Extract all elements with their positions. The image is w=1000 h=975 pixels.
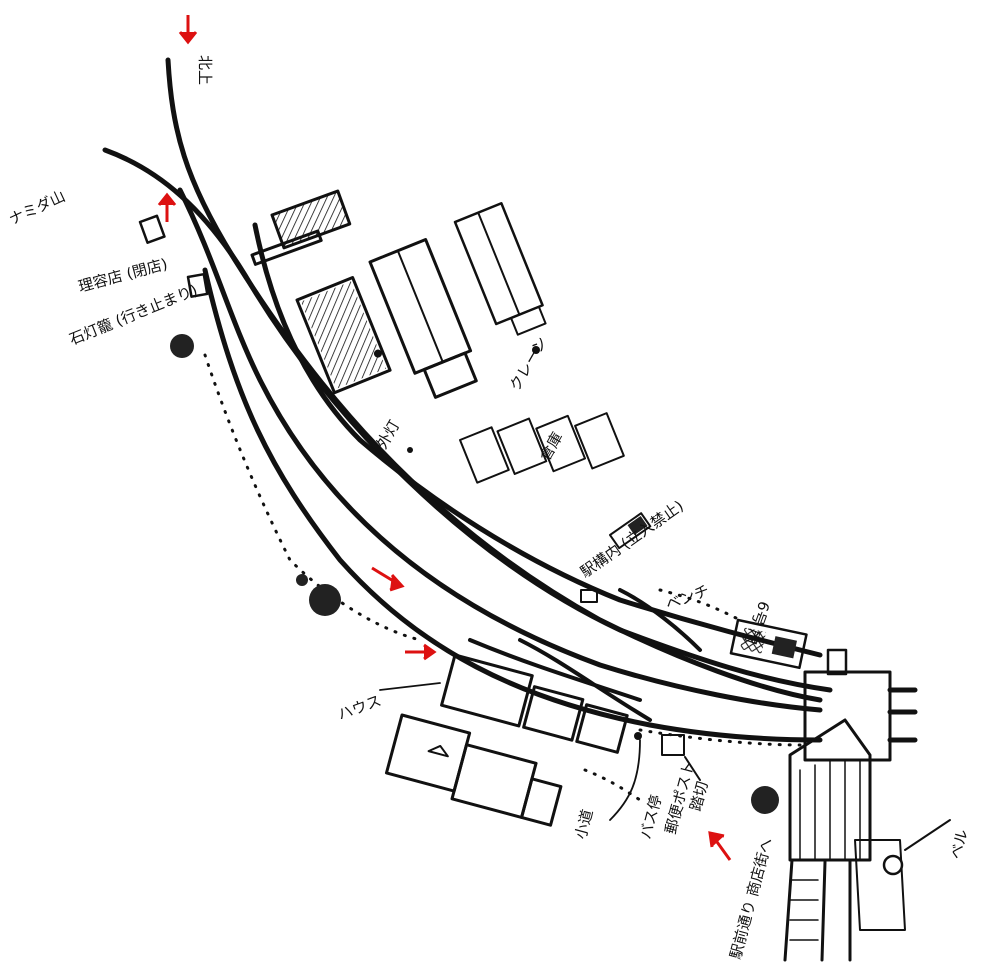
label-storehouse: 倉庫 bbox=[536, 429, 567, 464]
rail-tracks bbox=[102, 57, 918, 743]
map-labels: 北上 ナミダ山 理容店 (閉店) 石灯籠 (行き止まり) 外灯 倉庫 クレーン … bbox=[6, 55, 972, 961]
label-station-yard: 駅構内 (立入禁止) bbox=[577, 497, 687, 581]
south-block bbox=[384, 653, 629, 827]
label-south-exit: 駅前通り 商店街へ bbox=[726, 836, 776, 961]
label-west-hill: ナミダ山 bbox=[6, 187, 68, 229]
dotted-paths bbox=[203, 353, 802, 802]
label-bus-stop: バス停 bbox=[636, 793, 665, 841]
label-path: 小道 bbox=[571, 807, 596, 841]
label-bell: ベル bbox=[946, 827, 971, 861]
label-barber: 理容店 (閉店) bbox=[76, 255, 169, 296]
north-buildings bbox=[250, 189, 625, 484]
left-structures bbox=[138, 214, 779, 814]
arrow-barber-icon bbox=[157, 192, 177, 222]
mid-structures bbox=[580, 512, 808, 781]
arrow-south-icon bbox=[708, 831, 732, 861]
label-bench: ベンチ bbox=[663, 581, 711, 613]
leader-lines bbox=[379, 447, 642, 821]
label-lamp-post: 外灯 bbox=[373, 417, 404, 452]
label-crane: クレーン bbox=[506, 334, 551, 394]
red-arrows bbox=[157, 15, 732, 861]
station-building bbox=[783, 648, 951, 962]
arrow-path-1-icon bbox=[371, 566, 405, 592]
arrow-north-icon bbox=[178, 15, 198, 45]
label-north: 北上 bbox=[196, 55, 214, 85]
arrow-path-2-icon bbox=[405, 643, 437, 661]
label-hut: ハウス bbox=[335, 691, 383, 723]
